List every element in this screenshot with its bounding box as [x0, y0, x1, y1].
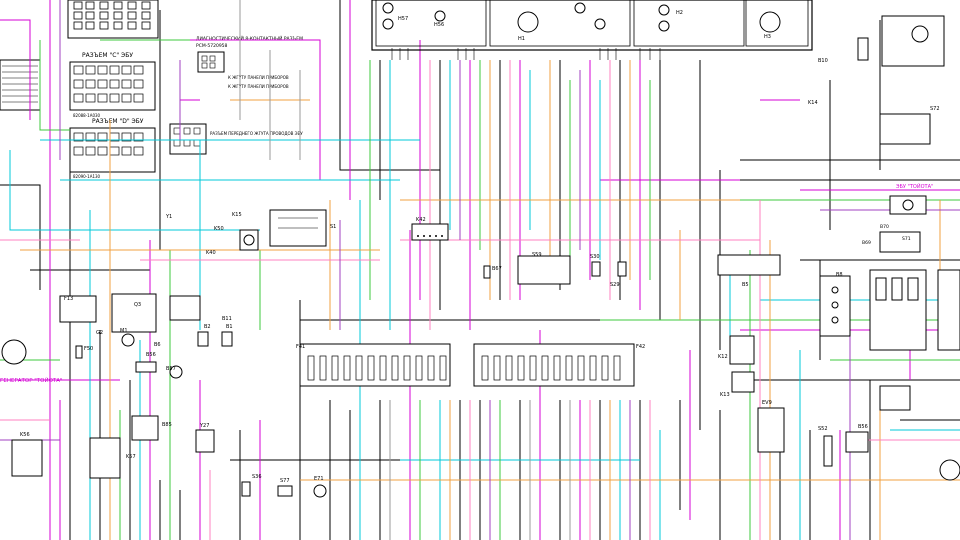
generator-label: ГЕНЕРАТОР "ТОЙОТА" [0, 377, 63, 384]
lamp-h57-label: H57 [398, 16, 408, 22]
relay-k15-label: K15 [232, 212, 242, 218]
fuse-block-f42-label: F42 [636, 344, 645, 350]
fuse-block-f41-label: F41 [296, 344, 305, 350]
diagnostic-line2: К ЖГУТУ ПАНЕЛИ ПРИБОРОВ [228, 84, 289, 89]
instrument-panel-frame [371, 0, 813, 60]
lamp-h3-label: H3 [764, 34, 771, 40]
top-panel-labels: H56 H57 H1 H2 H3 [398, 10, 771, 42]
lamp-h56-label: H56 [434, 22, 444, 28]
relay-k12: K12 K13 [718, 335, 755, 398]
relay-k50: K50 [214, 226, 259, 251]
ecu-toyota-label: ЭБУ "ТОЙОТА" [896, 183, 933, 190]
lamp-h1-label: H1 [518, 36, 525, 42]
valve-y27: Y27 [195, 423, 215, 453]
connector-k42-label: K42 [416, 217, 426, 223]
sensor-b67-label: B67 [492, 266, 502, 272]
sensor-b69-label: B69 [862, 240, 871, 246]
lower-switches: S36 S77 E71 [241, 474, 327, 498]
relay-k56: K56 K57 [11, 432, 136, 479]
connector-c-block: РАЗЪЕМ "С" ЭБУ 82088-1A030 [69, 52, 156, 118]
connector-d-block: РАЗЪЕМ "D" ЭБУ 82090-1A130 [69, 118, 156, 179]
connector-left-edge [0, 59, 41, 111]
connector-c-code: 82088-1A030 [73, 113, 101, 118]
ignition-q3-label: Q3 [134, 302, 141, 308]
switch-s59-label: S59 [532, 252, 542, 258]
valve-ev9: EV9 [757, 400, 785, 453]
diagnostic-connector: ДИАГНОСТИЧЕСКИЙ 8-КОНТАКТНЫЙ РАЗЪЕМ РСМ-… [196, 35, 303, 89]
generator-block: F13 F50 ГЕНЕРАТОР "ТОЙОТА" [0, 295, 97, 384]
relay-k57-label: K57 [126, 454, 136, 460]
switch-s29: S29 [610, 261, 627, 288]
relay-group-right [869, 269, 960, 411]
sensor-b85-label: B85 [162, 422, 172, 428]
sensor-b11-label: B11 [222, 316, 232, 322]
connector-k42: K42 [411, 217, 449, 241]
sensor-b57-label: B57 [166, 366, 176, 372]
switch-s36-label: S36 [252, 474, 262, 480]
relay-box-top-right: S72 [857, 15, 945, 145]
sensor-b56b-label: B56 [858, 424, 868, 430]
switch-s77-label: S77 [280, 478, 290, 484]
sensor-b70-label: B70 [880, 224, 889, 230]
ecu-harness-label: РАЗЪЕМ ПЕРЕДНЕГО ЖГУТА ПРОВОДОВ ЭБУ [210, 131, 303, 136]
relay-k14-label: K14 [808, 100, 818, 106]
sensor-b10-label: B10 [818, 58, 828, 64]
fuse-f13-label: F13 [64, 296, 73, 302]
sensor-b8-label: B8 [836, 272, 843, 278]
switch-s71-label: S71 [902, 236, 911, 242]
relay-k12-label: K12 [718, 354, 728, 360]
switch-s72-label: S72 [930, 106, 940, 112]
valve-ev9-label: EV9 [762, 400, 772, 406]
sensor-b5-label: B5 [742, 282, 749, 288]
diagnostic-label: ДИАГНОСТИЧЕСКИЙ 8-КОНТАКТНЫЙ РАЗЪЕМ [196, 35, 303, 42]
switch-s29-label: S29 [610, 282, 620, 288]
relay-k56-label: K56 [20, 432, 30, 438]
connector-c-label: РАЗЪЕМ "С" ЭБУ [82, 52, 133, 59]
connector-block-top-left [67, 0, 159, 39]
motor-m1-label: M1 [120, 328, 128, 334]
fuse-block-f42: F42 [473, 343, 645, 387]
gen-g2-label: G2 [96, 330, 103, 336]
lamp-h2-label: H2 [676, 10, 683, 16]
diagnostic-sublabel: РСМ-5720958 [196, 43, 228, 49]
relay-k50-label: K50 [214, 226, 224, 232]
relay-k13-label: K13 [720, 392, 730, 398]
ecu-toyota-block: ЭБУ "ТОЙОТА" B70 S71 B69 [862, 183, 933, 253]
sensor-b6-label: B6 [154, 342, 161, 348]
comp-b1-label: B1 [226, 324, 233, 330]
battery-ignition: Q3 G2 B1 B2 [96, 293, 233, 379]
diagnostic-line1: К ЖГУТУ ПАНЕЛИ ПРИБОРОВ [228, 75, 289, 80]
switch-s1-label: S1 [330, 224, 336, 230]
fuse-block-f41: F41 [296, 343, 451, 387]
sensor-b8: B8 [819, 272, 851, 337]
switch-s52: S52 B56 [818, 424, 869, 467]
sensor-b56-label: B56 [146, 352, 156, 358]
switch-s52-label: S52 [818, 426, 828, 432]
relay-k40-label: K40 [206, 250, 216, 256]
lamp-e71-label: E71 [314, 476, 324, 482]
switch-s30-label: S30 [590, 254, 600, 260]
relay-k15: K15 [232, 212, 242, 218]
fuse-f50-label: F50 [84, 346, 93, 352]
comp-b2-label: B2 [204, 324, 211, 330]
sensor-b67: B67 [483, 265, 502, 279]
switch-s59: S59 [517, 252, 571, 285]
connector-d-label: РАЗЪЕМ "D" ЭБУ [92, 118, 144, 125]
connector-d-code: 82090-1A130 [73, 174, 101, 179]
lamp-right-edge [939, 459, 960, 481]
valve-y27-label: Y27 [199, 423, 209, 429]
switch-s1: S1 [269, 209, 336, 247]
sensor-b5: B5 [717, 254, 781, 288]
switch-s30: S30 [590, 254, 601, 277]
sensor-b85: B85 [131, 415, 172, 441]
ecu-harness-connector: РАЗЪЕМ ПЕРЕДНЕГО ЖГУТА ПРОВОДОВ ЭБУ [169, 123, 303, 155]
valve-y1-label: Y1 [165, 214, 172, 220]
